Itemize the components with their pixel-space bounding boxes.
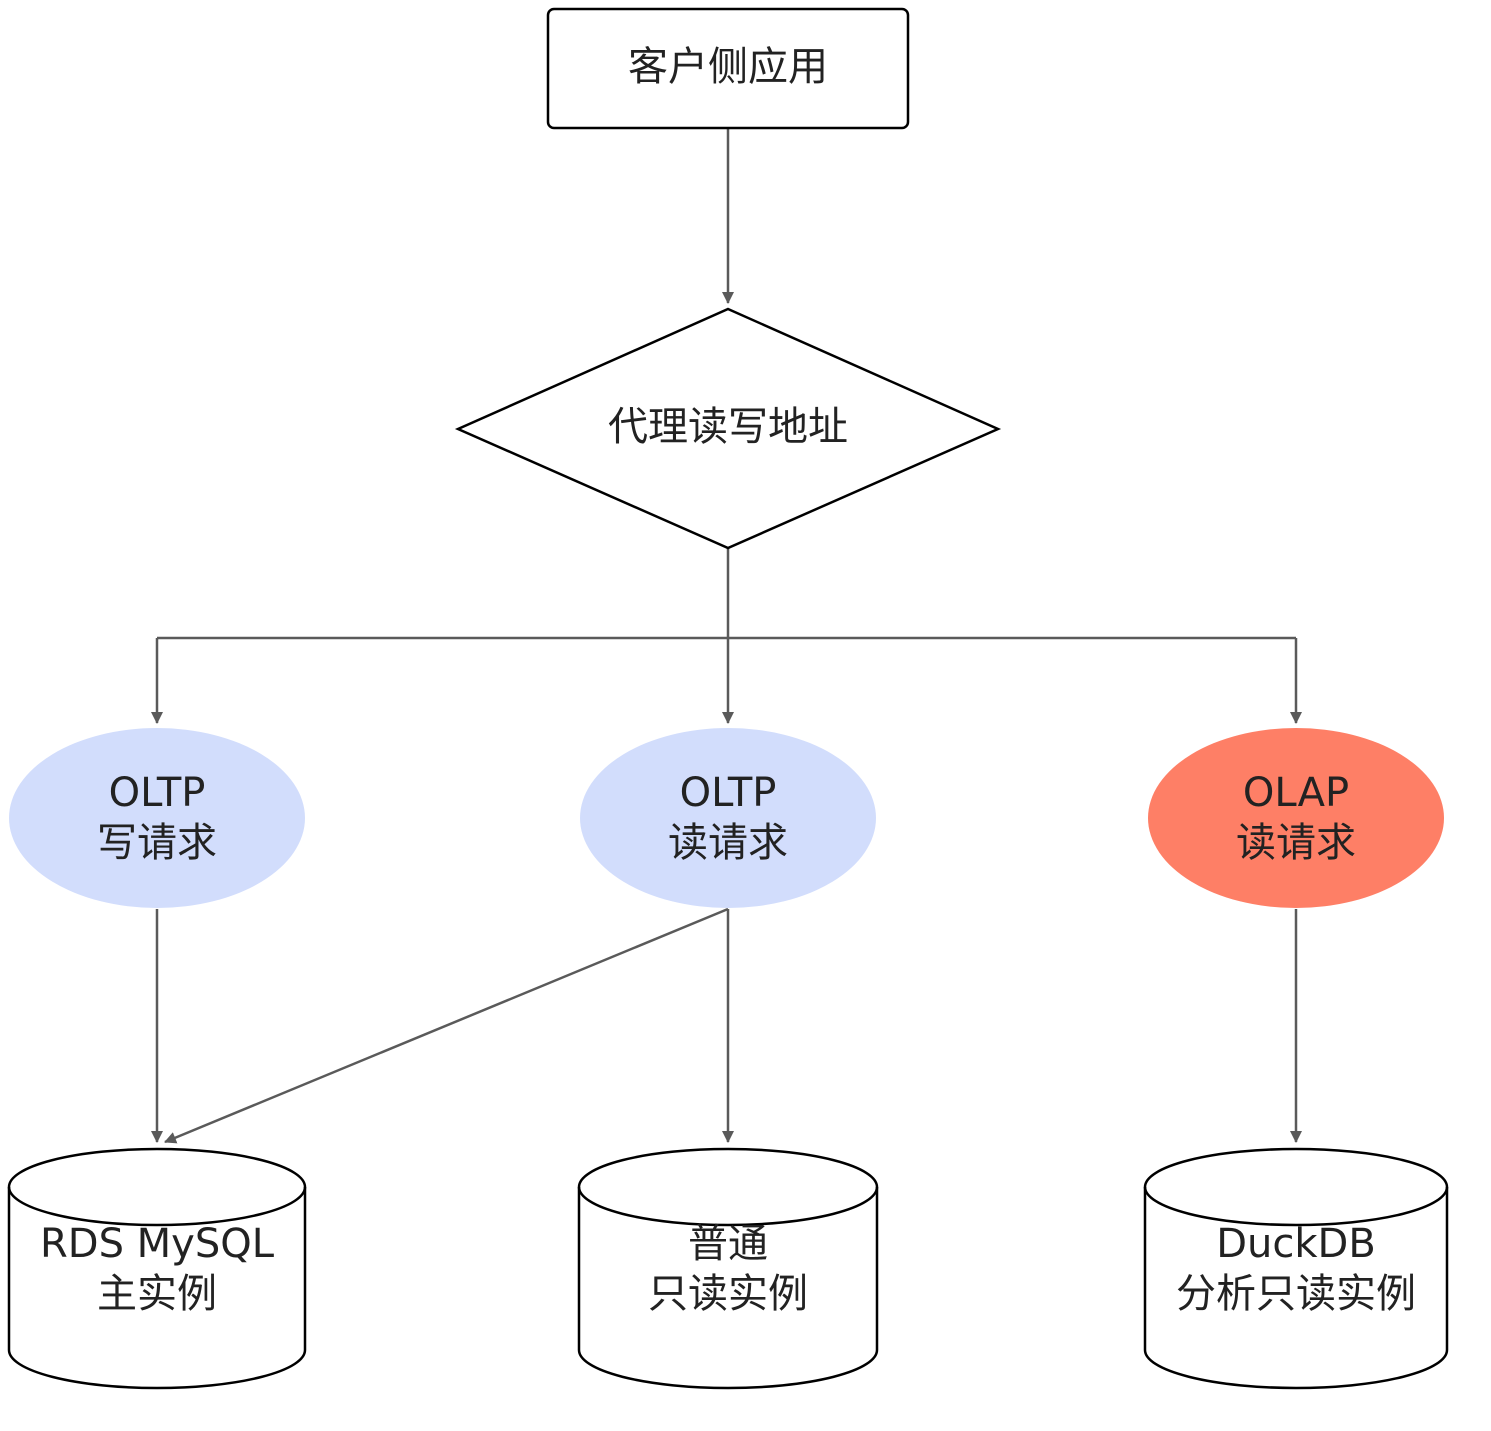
readonly-cylinder-body	[577, 1147, 879, 1390]
rds-master-cylinder-rim	[7, 1186, 307, 1227]
oltp-write-line2: 写请求	[97, 820, 217, 866]
readonly-line2: 只读实例	[648, 1271, 808, 1317]
readonly-node: 普通 只读实例	[577, 1147, 879, 1390]
rds-master-line1: RDS MySQL	[40, 1221, 275, 1267]
oltp-read-line2: 读请求	[668, 820, 788, 866]
oltp-read-ellipse	[580, 728, 876, 908]
proxy-node: 代理读写地址	[454, 307, 1002, 550]
edges	[151, 129, 1302, 1144]
readonly-line1: 普通	[688, 1221, 768, 1267]
oltp-read-line1: OLTP	[680, 770, 777, 816]
oltp-write-ellipse	[9, 728, 305, 908]
duckdb-line2: 分析只读实例	[1176, 1271, 1416, 1317]
edge-oltp-read-to-rds	[164, 907, 729, 1144]
proxy-diamond	[454, 307, 1002, 550]
duckdb-line1: DuckDB	[1216, 1221, 1376, 1267]
olap-read-line1: OLAP	[1243, 770, 1349, 816]
rds-master-node: RDS MySQL 主实例	[7, 1147, 307, 1390]
readonly-cylinder-rim	[577, 1186, 879, 1227]
client-app-label: 客户侧应用	[628, 44, 828, 90]
oltp-read-node: OLTP 读请求	[580, 728, 876, 908]
client-app-node: 客户侧应用	[546, 7, 910, 130]
olap-read-ellipse	[1148, 728, 1444, 908]
rds-master-line2: 主实例	[97, 1271, 217, 1317]
oltp-write-line1: OLTP	[109, 770, 206, 816]
oltp-write-node: OLTP 写请求	[9, 728, 305, 908]
proxy-label: 代理读写地址	[608, 404, 848, 450]
duckdb-cylinder-body	[1143, 1147, 1449, 1390]
client-app-box	[546, 7, 910, 130]
duckdb-cylinder-rim	[1143, 1186, 1449, 1227]
olap-read-line2: 读请求	[1236, 820, 1356, 866]
rds-master-cylinder-body	[7, 1147, 307, 1390]
duckdb-node: DuckDB 分析只读实例	[1143, 1147, 1449, 1390]
olap-read-node: OLAP 读请求	[1148, 728, 1444, 908]
